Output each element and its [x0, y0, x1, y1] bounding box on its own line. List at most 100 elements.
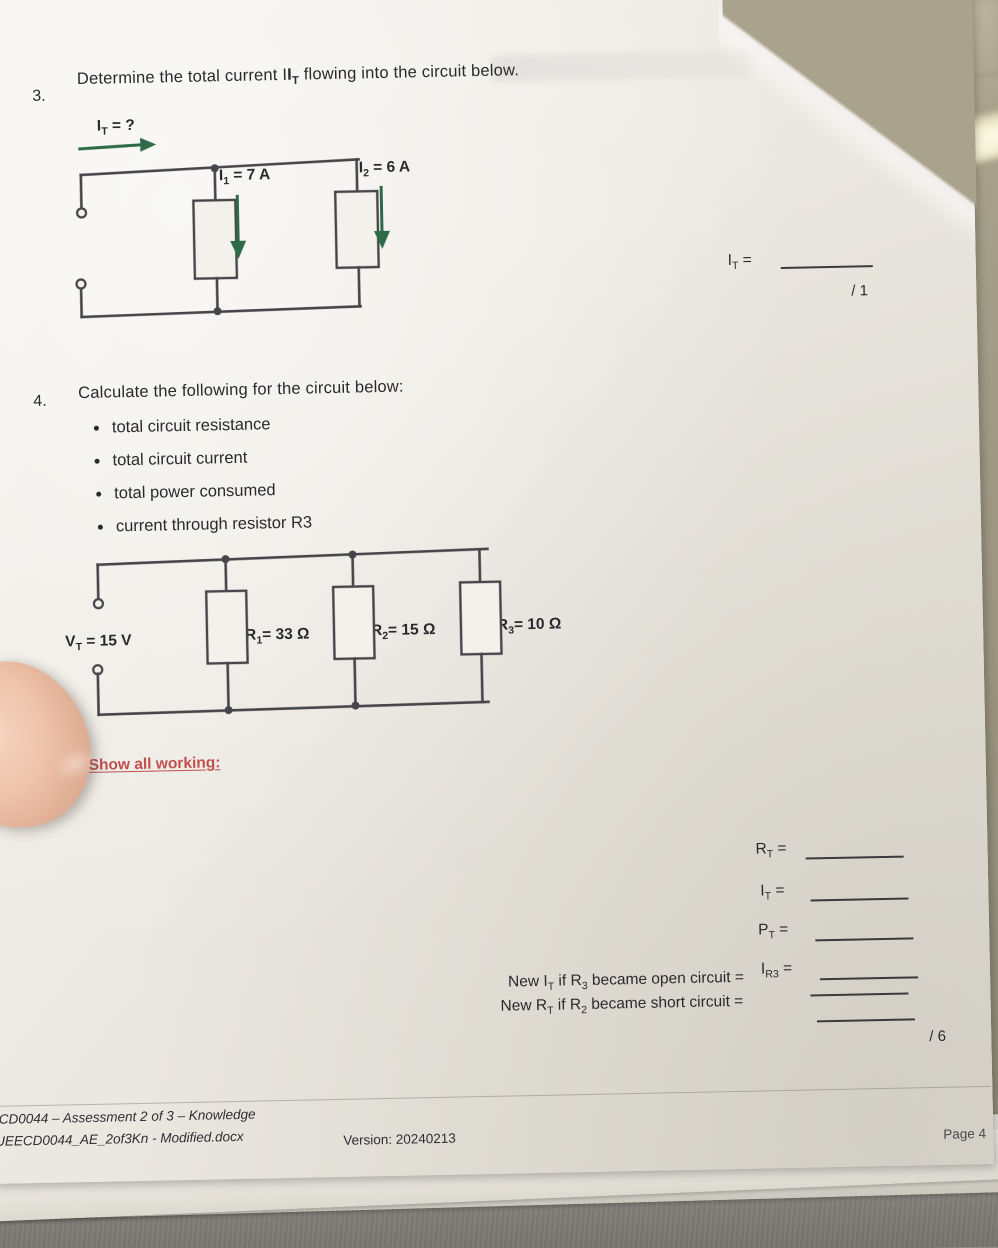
- question-4-prompt: Calculate the following for the circuit …: [78, 377, 404, 403]
- resistor-r1-body: [192, 198, 239, 280]
- input-terminal-top: [75, 207, 88, 219]
- question-3-prompt: Determine the total current IIT flowing …: [76, 61, 520, 89]
- question-3-circuit-diagram: [75, 137, 390, 319]
- q4-node-top-r2: [348, 550, 357, 559]
- left-top-lead: [79, 173, 83, 212]
- q4-rt-subscript: T: [766, 848, 774, 861]
- footer-version: Version: 20240213: [343, 1130, 456, 1148]
- q4-bottom-rail: [97, 700, 490, 717]
- q4-rt-symbol: R: [755, 840, 767, 858]
- q4-answer-blank-new-rt[interactable]: [816, 1018, 915, 1023]
- footer-rule: [0, 1085, 991, 1107]
- input-terminal-bottom: [75, 278, 87, 290]
- q4-answer-it-label: IT =: [760, 882, 785, 903]
- q4-extra2-mid: if R: [553, 996, 582, 1014]
- r1-upper-lead: [213, 166, 217, 202]
- q4-answer-blank-rt[interactable]: [805, 855, 904, 860]
- branch-1-current-arrow: [235, 194, 240, 244]
- q4-answer-ir3-label: IR3 =: [761, 960, 793, 981]
- q4-extra-answer-2-label: New RT if R2 became short circuit =: [500, 993, 743, 1018]
- q4-answer-blank-ir3[interactable]: [820, 976, 919, 981]
- q4-extra2-suffix: became short circuit =: [586, 992, 744, 1013]
- q3-ans-subscript: T: [731, 259, 739, 273]
- question-4-number: 4.: [33, 392, 47, 410]
- q4-r1-upper-lead: [224, 557, 228, 593]
- q4-vt-symbol: V: [65, 633, 76, 651]
- q4-extra2-prefix: New R: [500, 996, 548, 1015]
- q4-bullet-3: total power consumed: [96, 481, 276, 504]
- bullet-dot-icon: [93, 425, 99, 431]
- footer-filename: UEECD0044_AE_2of3Kn - Modified.docx: [0, 1128, 244, 1149]
- q4-extra1-mid: if R: [553, 972, 582, 990]
- q4-answer-blank-new-it[interactable]: [810, 992, 909, 997]
- total-current-arrowhead: [140, 137, 157, 152]
- q4-extra1-prefix: New I: [507, 972, 548, 991]
- branch-1-current-arrowhead: [230, 240, 247, 259]
- q4-r2-upper-lead: [351, 553, 355, 588]
- q3-answer-blank[interactable]: [780, 265, 873, 269]
- bullet-dot-icon: [96, 491, 102, 497]
- q4-bullet-1-text: total circuit resistance: [111, 415, 271, 437]
- q4-answer-blank-pt[interactable]: [815, 937, 914, 942]
- q3-marks: / 1: [851, 282, 869, 300]
- q4-bullet-4-text: current through resistor R3: [115, 513, 313, 536]
- resistor-r2-body: [333, 189, 380, 270]
- q3-ans-equals: =: [742, 251, 752, 269]
- q4-r2-lower-lead: [353, 657, 357, 707]
- q4-bullet-2: total circuit current: [94, 449, 247, 471]
- q4-bullet-3-text: total power consumed: [114, 481, 276, 503]
- show-working-instruction: Show all working:: [88, 754, 221, 774]
- thumb-highlight: [0, 685, 21, 779]
- q4-answer-rt-label: RT =: [755, 840, 786, 861]
- q4-left-top-lead: [96, 563, 100, 602]
- branch-2-current-arrowhead: [373, 230, 390, 249]
- bullet-dot-icon: [94, 458, 100, 464]
- q4-supply-terminal-top: [92, 598, 105, 610]
- bullet-dot-icon: [97, 524, 103, 530]
- q3-answer-label: IT =: [727, 252, 752, 273]
- node-top-r1: [210, 164, 219, 173]
- q4-ir3-subscript: R3: [765, 968, 779, 981]
- q4-left-bottom-lead: [96, 672, 100, 717]
- exam-page: 3. Determine the total current IIT flowi…: [0, 0, 994, 1184]
- q4-r1-lower-lead: [226, 661, 230, 712]
- r1-lower-lead: [215, 276, 219, 313]
- q4-resistor-r3-body: [458, 580, 503, 656]
- q4-it-subscript: T: [764, 890, 772, 903]
- q4-r3-lower-lead: [480, 652, 484, 704]
- q4-vt-subscript: T: [75, 641, 83, 654]
- q4-top-rail: [96, 547, 489, 567]
- q4-extra-answer-1-label: New IT if R3 became open circuit =: [508, 969, 744, 994]
- q4-bullet-4: current through resistor R3: [97, 513, 313, 536]
- branch-2-current-arrow: [379, 185, 384, 234]
- r2-lower-lead: [357, 266, 361, 308]
- q4-node-top-r1: [221, 555, 230, 564]
- left-bottom-lead: [79, 285, 83, 319]
- q4-node-bottom-r1: [224, 706, 233, 715]
- q4-resistor-r2-body: [331, 584, 376, 661]
- q4-resistor-r1-body: [204, 589, 249, 665]
- top-rail: [79, 158, 360, 177]
- q4-rt-equals: =: [777, 839, 787, 858]
- page-content: 3. Determine the total current IIT flowi…: [0, 61, 991, 1149]
- q4-node-bottom-r2: [351, 701, 360, 710]
- q4-marks: / 6: [929, 1027, 947, 1046]
- q4-extra1-suffix: became open circuit =: [587, 968, 745, 989]
- q3-prompt-part1: Determine the total current I: [76, 65, 288, 89]
- question-4-circuit-diagram: [92, 547, 503, 717]
- footer-document-title: CD0044 – Assessment 2 of 3 – Knowledge: [0, 1106, 256, 1127]
- q4-r3-upper-lead: [478, 548, 482, 584]
- q4-bullet-1: total circuit resistance: [93, 415, 271, 438]
- q4-pt-equals: =: [779, 920, 789, 939]
- node-bottom-r1: [213, 307, 222, 316]
- q4-bullet-2-text: total circuit current: [112, 448, 248, 470]
- footer-page-number: Page 4: [943, 1125, 987, 1142]
- q4-answer-blank-it[interactable]: [810, 897, 909, 902]
- q4-pt-subscript: T: [768, 929, 776, 942]
- q4-answer-pt-label: PT =: [758, 921, 789, 942]
- q4-pt-symbol: P: [757, 921, 769, 939]
- r2-upper-lead: [355, 158, 359, 193]
- total-current-arrow: [78, 143, 143, 151]
- q4-it-equals: =: [775, 881, 785, 900]
